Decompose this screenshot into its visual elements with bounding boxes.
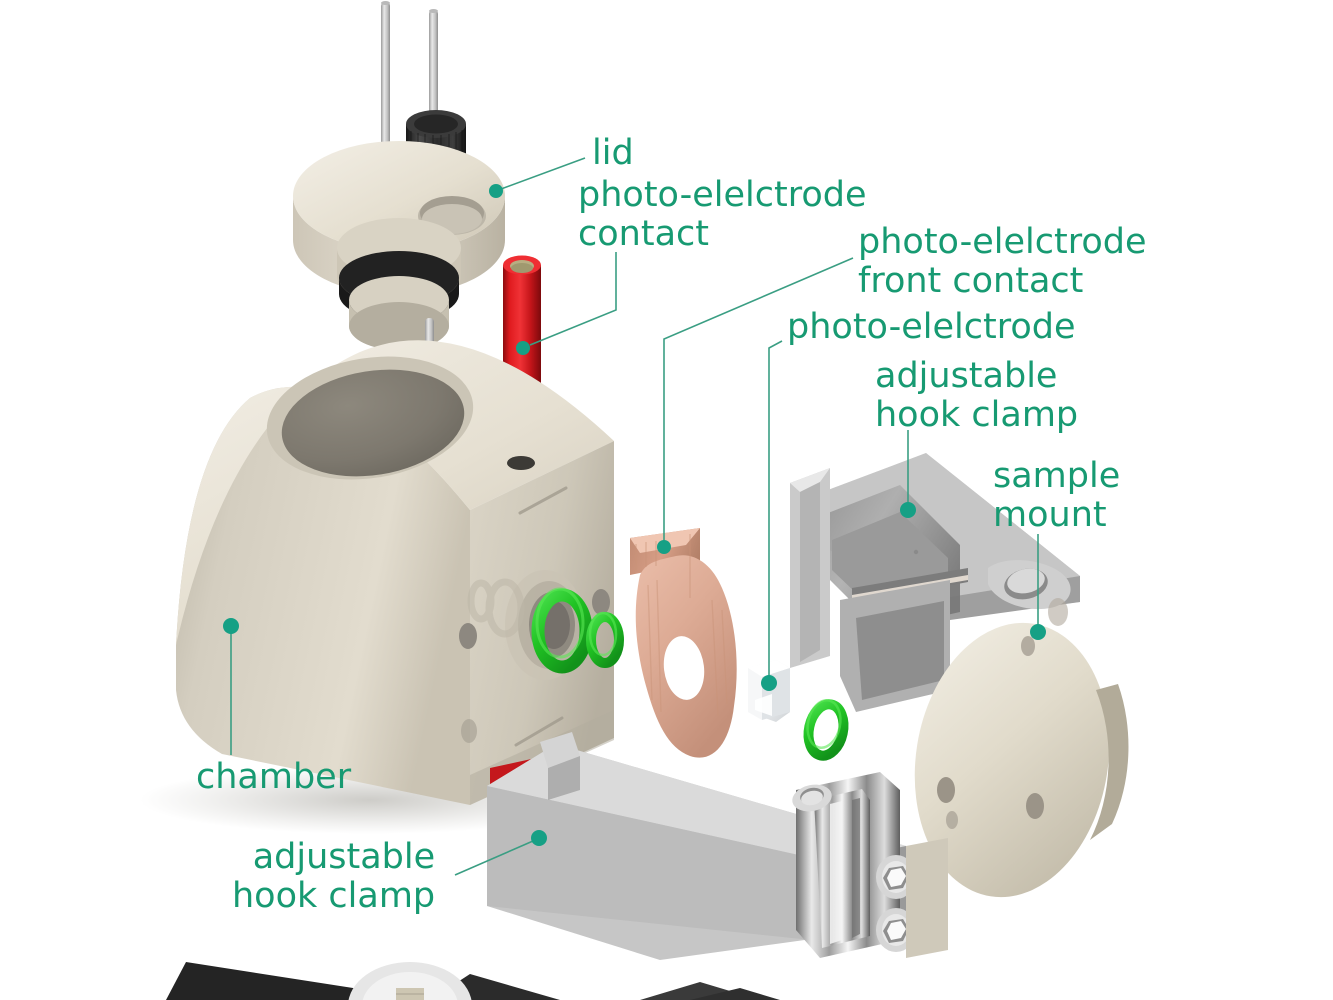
label-adjustable-hook-clamp-upper: adjustable hook clamp	[875, 356, 1079, 436]
label-adjustable-hook-clamp-lower: adjustable hook clamp	[232, 837, 436, 917]
label-photo-electrode-front-contact: photo-elelctrode front contact	[858, 222, 1147, 302]
o-ring-large	[531, 587, 593, 674]
lid-assembly	[293, 1, 505, 448]
label-photo-electrode-contact: photo-elelctrode contact	[578, 175, 867, 255]
chrome-hinge	[792, 772, 900, 958]
base-plate-cropped	[166, 962, 780, 1000]
lid-disc	[293, 141, 505, 350]
o-ring-small	[586, 611, 624, 668]
label-sample-mount: sample mount	[993, 456, 1121, 536]
copper-front-contact	[630, 528, 737, 758]
label-chamber: chamber	[196, 757, 352, 797]
label-lid: lid	[592, 133, 634, 173]
label-photo-electrode: photo-elelctrode	[787, 307, 1076, 347]
photo-electrode-sample	[748, 660, 790, 722]
o-ring-mount-seal	[803, 699, 849, 761]
adjustable-hook-clamp-lower	[487, 732, 948, 960]
electrode-rod-right	[429, 9, 438, 138]
base-knob-cropped	[348, 962, 472, 1000]
sample-mount-disc	[914, 598, 1129, 898]
